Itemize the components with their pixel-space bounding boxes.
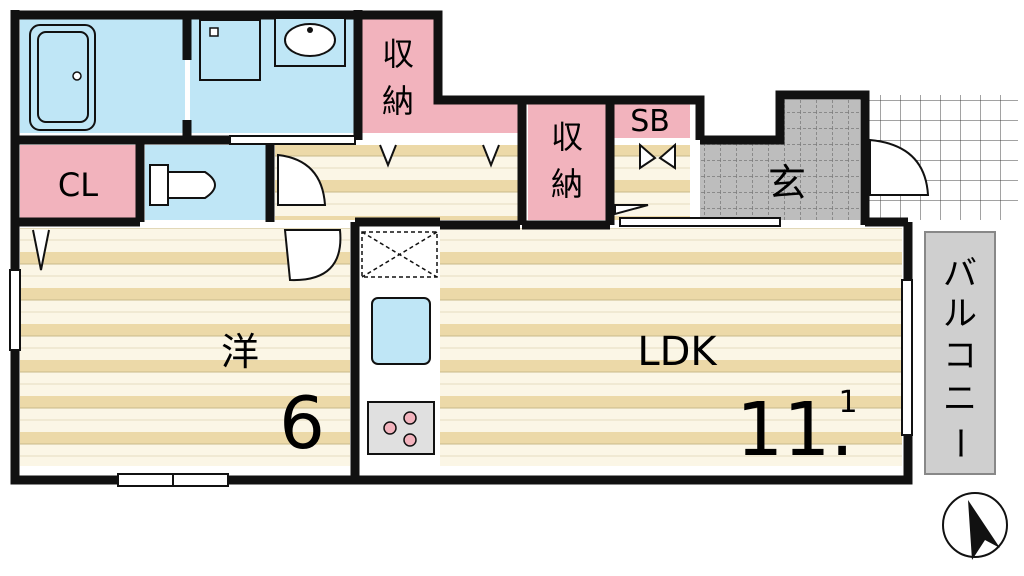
closet-label: CL [58,166,98,204]
closet-floor [20,145,138,220]
stove-icon [367,401,435,455]
balcony-inner [924,231,996,475]
ldk-size: 11. [736,387,854,473]
storage-upper-label-bottom: 納 [382,82,414,120]
entrance-floor [700,140,860,220]
north-arrow-icon [942,492,1008,560]
ldk-floor [440,228,902,466]
washing-machine-icon [199,19,261,81]
kitchen-sink-icon [371,297,431,365]
toilet-icon [149,164,216,206]
balcony-char-1: バ [943,254,977,294]
balcony-char-4: ニ [943,379,977,419]
western-room-size: 6 [279,381,325,465]
storage-upper-label-top: 収 [382,35,414,73]
windows [9,135,913,487]
ldk-size-decimal: 1 [838,385,857,420]
western-room-label: 洋 [221,330,259,374]
washbasin-icon [274,17,346,67]
bathtub-icon [29,24,96,131]
entrance-label: 玄 [768,161,806,205]
storage-middle-floor [528,103,608,220]
shoe-box-label: SB [630,104,670,139]
ldk-label: LDK [637,329,718,375]
door-swings [32,138,930,282]
storage-middle-label-bottom: 納 [551,165,583,203]
storage-middle-label-top: 収 [551,118,583,156]
entrance-step-floor [782,100,860,145]
balcony-char-2: ル [943,294,977,334]
balcony-char-5: ー [939,426,979,460]
balcony-char-3: コ [943,336,977,376]
shoe-box-floor [610,100,690,138]
refrigerator-space-icon [361,231,438,278]
